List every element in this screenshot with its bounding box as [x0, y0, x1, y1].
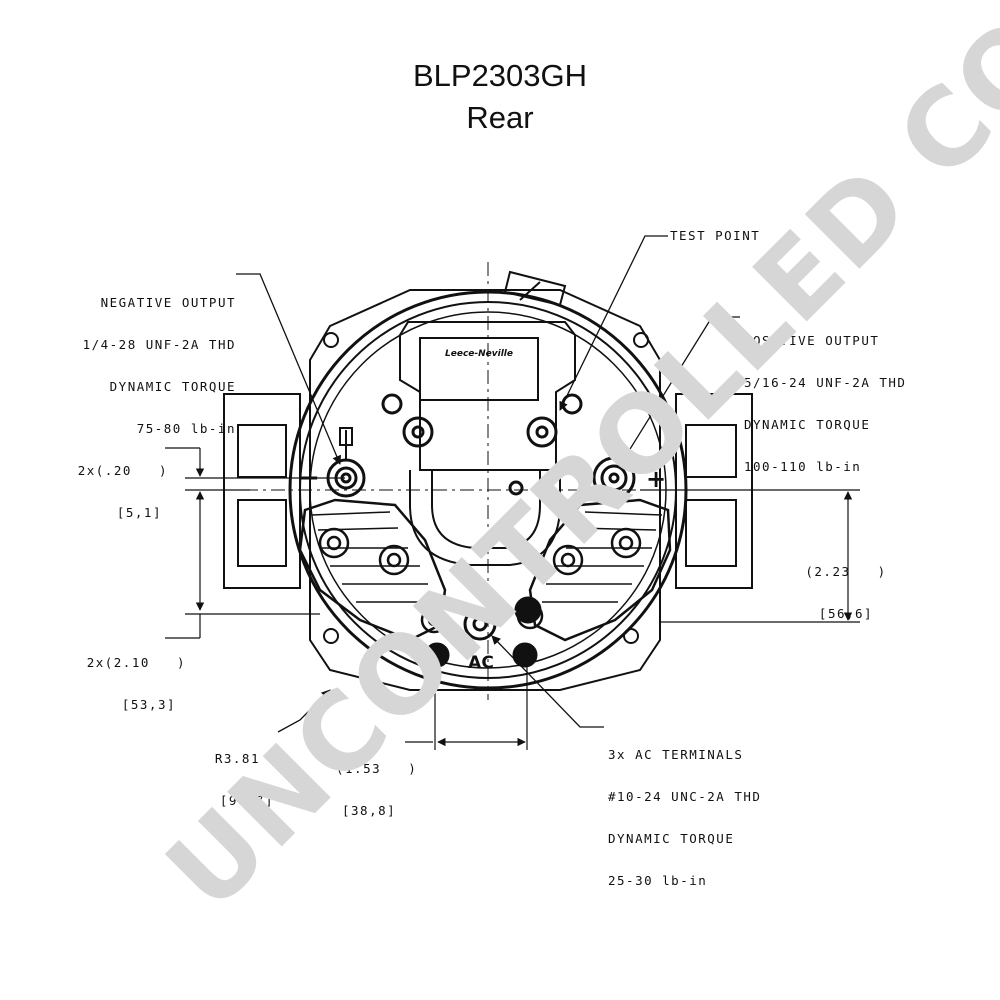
regulator-studs [381, 393, 583, 496]
positive-output-label: POSITIVE OUTPUT 5/16-24 UNF-2A THD DYNAM… [744, 333, 907, 474]
test-point-connector [503, 270, 567, 307]
dim-0p20: 2x(.20 ) [5,1] [77, 463, 168, 520]
right-rectifier-bridge [528, 498, 672, 642]
regulator-housing [399, 321, 576, 471]
dim-1p53: (1.53 ) [38,8] [336, 761, 418, 818]
plus-sign: + [646, 465, 666, 493]
positive-output-terminal [592, 456, 636, 500]
brand-plate-text: Leece-Neville [445, 349, 513, 359]
dim-2p10: 2x(2.10 ) [53,3] [86, 655, 186, 712]
minus-sign: − [298, 463, 320, 493]
leader-lines [236, 235, 740, 733]
flange-mount-holes [323, 332, 649, 644]
outer-flange [309, 289, 661, 691]
regulator-label-plate [419, 337, 539, 401]
center-lines [190, 262, 720, 700]
ac-terminals [424, 596, 542, 668]
ac-terminals-label: 3x AC TERMINALS #10-24 UNC-2A THD DYNAMI… [608, 747, 762, 888]
dimension-lines [165, 447, 860, 750]
left-rectifier-bridge [298, 498, 447, 642]
test-point-label: TEST POINT [670, 228, 761, 243]
ac-label: AC [468, 653, 494, 673]
negative-output-label: NEGATIVE OUTPUT 1/4-28 UNF-2A THD DYNAMI… [82, 295, 236, 436]
page-title: BLP2303GH [412, 58, 588, 93]
page-subtitle: Rear [466, 100, 534, 135]
dim-r3p81: R3.81 [96,7] [214, 751, 274, 808]
dim-2p23: (2.23 ) [56,6] [805, 564, 887, 621]
